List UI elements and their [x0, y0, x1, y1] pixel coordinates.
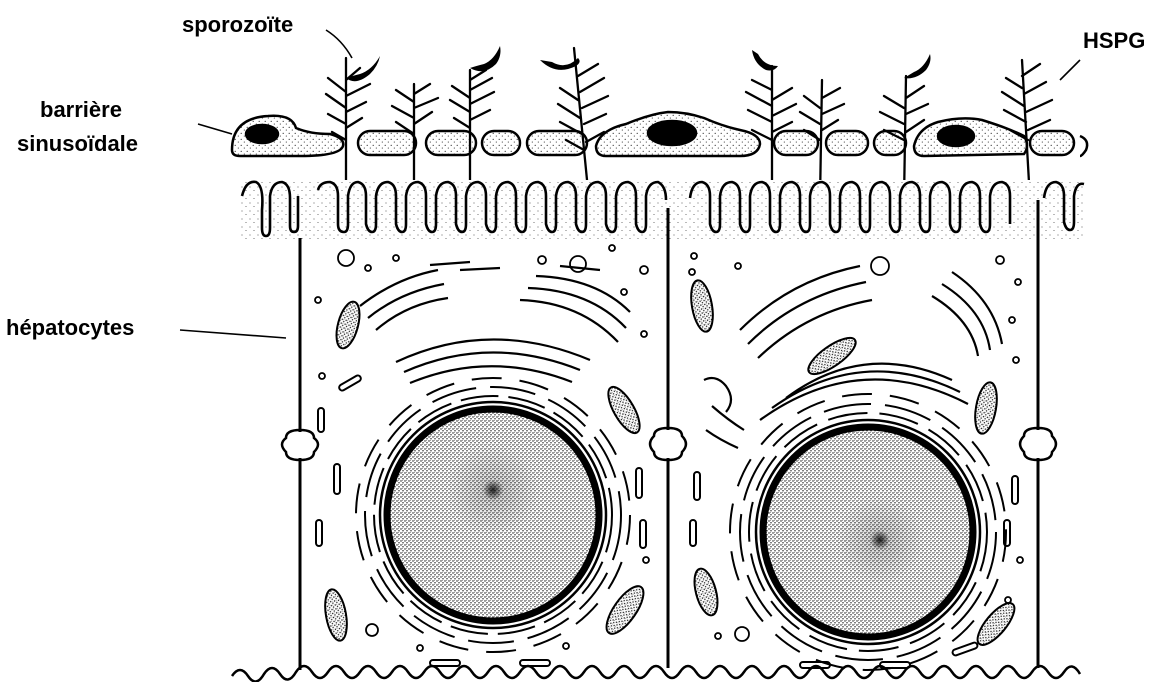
- hspg-label: HSPG: [1083, 28, 1145, 53]
- sporozoite-label: sporozoïte: [182, 12, 293, 37]
- barrier-label-line2: sinusoïdale: [17, 131, 138, 156]
- mitochondrion: [600, 581, 650, 639]
- hepatocytes-label: hépatocytes: [6, 315, 134, 340]
- sporozoite-leader: [326, 30, 352, 58]
- endothelial-nucleus-center: [648, 121, 696, 145]
- mitochondrion: [688, 279, 717, 334]
- sporozoite-crescent: [904, 54, 931, 78]
- cell-junction: [650, 428, 686, 460]
- hepatocyte-cell-left: [282, 208, 686, 670]
- mitochondrion: [972, 598, 1021, 651]
- mitochondrion: [332, 299, 364, 351]
- mitochondrion: [602, 382, 645, 437]
- sporozoite-crescent: [346, 56, 380, 81]
- endothelial-nucleus-right: [938, 126, 974, 146]
- sporozoites: [346, 46, 931, 81]
- sporozoite-crescent: [540, 58, 580, 70]
- microvilli-layer: [240, 180, 1085, 242]
- hepatocyte-cell-right: [688, 200, 1056, 670]
- mitochondrion: [972, 381, 1001, 436]
- cell-junction: [1020, 428, 1056, 460]
- barrier-label-line1: barrière: [40, 97, 122, 122]
- cell-junction: [282, 430, 318, 460]
- endothelial-nucleus-left: [246, 125, 278, 143]
- mitochondrion: [322, 588, 351, 643]
- sporozoite-crescent: [752, 50, 778, 71]
- basal-membrane: [232, 666, 1080, 682]
- hspg-leader: [1060, 60, 1080, 80]
- sporozoite-crescent: [470, 46, 501, 71]
- mitochondrion: [690, 566, 722, 618]
- hepatocytes-leader: [180, 330, 286, 338]
- barrier-leader: [198, 124, 232, 134]
